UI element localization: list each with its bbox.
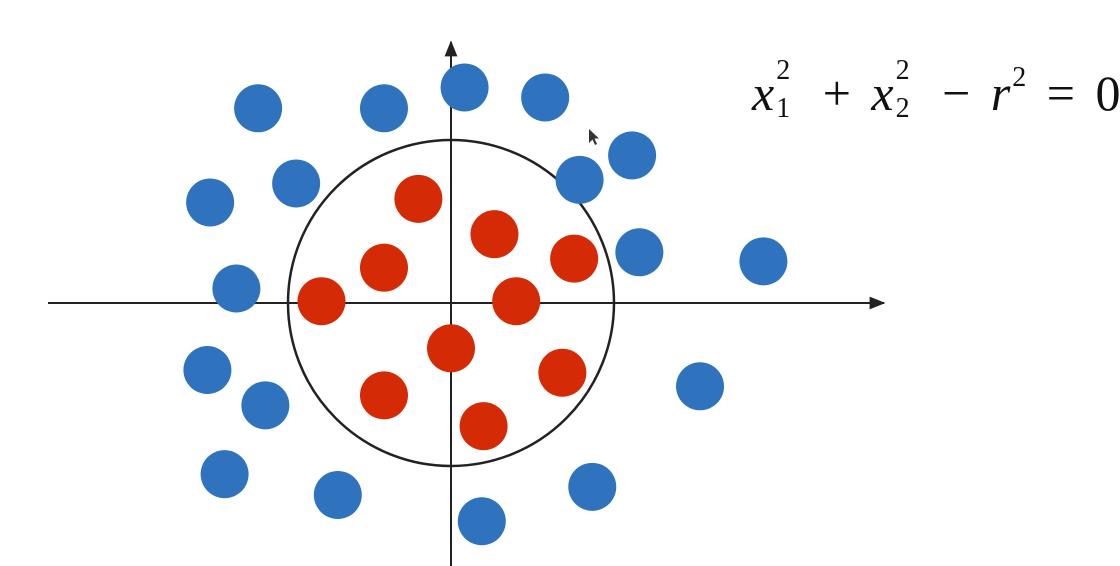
outside-point: [313, 470, 362, 519]
outside-point: [200, 450, 249, 499]
outside-point: [234, 84, 283, 133]
inside-point: [427, 324, 475, 373]
equation-rhs: 0: [1095, 65, 1120, 121]
equation-equals: =: [1046, 65, 1075, 121]
outside-point: [241, 381, 290, 430]
inside-point: [359, 371, 408, 420]
equation-x2-base: x: [871, 65, 894, 121]
equation-x2-subscript: 2: [895, 92, 910, 124]
equation-plus: +: [822, 65, 851, 121]
equation-x1-subscript: 1: [776, 92, 791, 124]
outside-point: [186, 178, 235, 227]
mouse-pointer-icon: [589, 129, 599, 145]
outside-point: [183, 346, 232, 395]
inside-point: [297, 277, 346, 326]
outside-point: [521, 73, 570, 122]
outside-point: [359, 84, 408, 133]
outside-point: [739, 237, 788, 286]
inside-point: [550, 234, 599, 283]
outside-point: [676, 362, 725, 411]
inside-point: [359, 243, 408, 292]
decision-boundary-circle: [286, 138, 616, 468]
equation-r-base: r: [990, 65, 1011, 121]
equation-r-superscript: 2: [1012, 62, 1027, 93]
equation-x1-base: x: [752, 65, 775, 121]
outside-point: [457, 497, 506, 546]
inside-point: [492, 277, 541, 326]
points-layer: [183, 63, 788, 546]
outside-point: [440, 63, 489, 112]
inside-point: [394, 174, 443, 223]
outside-point: [555, 155, 604, 204]
outside-point: [272, 159, 321, 208]
outside-point: [212, 264, 261, 313]
outside-point: [608, 131, 657, 180]
outside-point: [615, 228, 664, 277]
inside-point: [470, 210, 519, 259]
equation-minus: −: [942, 65, 971, 121]
outside-point: [568, 462, 617, 511]
inside-point: [459, 402, 508, 451]
inside-point: [538, 348, 587, 397]
equation-x2-superscript: 2: [895, 54, 910, 86]
equation-x1-superscript: 2: [776, 54, 791, 86]
